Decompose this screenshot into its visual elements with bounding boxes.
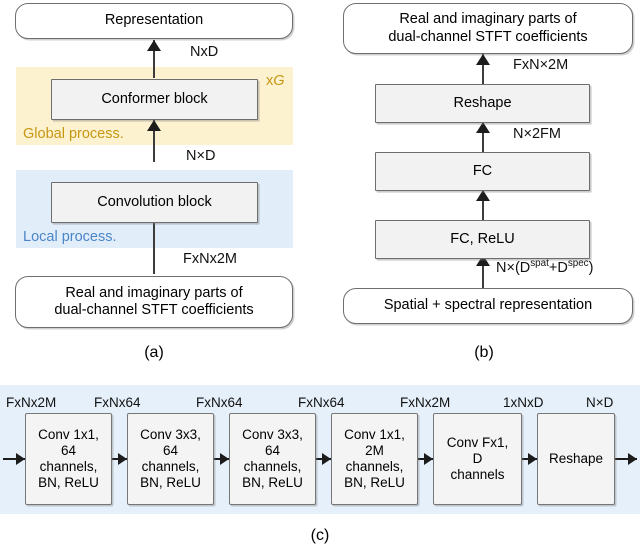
panel-c-block-4[interactable]: Conv Fx1, D channels <box>433 413 522 505</box>
panel-a-edge-label-top: NxD <box>190 44 219 60</box>
panel-a-local-process-label: Local process. <box>23 229 117 245</box>
panel-a-input-line-2: dual-channel STFT coefficients <box>54 302 254 318</box>
panel-b-arrow-fcrelu-to-fc <box>476 190 490 220</box>
panel-b-reshape-block[interactable]: Reshape <box>375 84 590 123</box>
panel-b-output-line-1: Real and imaginary parts of <box>399 11 577 28</box>
panel-c-stage-label-1: FxNx64 <box>94 395 141 410</box>
panel-a-edge-label-mid: N×D <box>186 148 216 164</box>
panel-c-block-1-line-1: 64 <box>162 443 179 459</box>
panel-a-input-line-1: Real and imaginary parts of <box>65 284 243 301</box>
panel-c-stage-label-6: N×D <box>586 395 614 410</box>
panel-b-caption: (b) <box>474 344 494 361</box>
panel-b-edge-bottom-suffix: ) <box>588 260 594 276</box>
panel-b-edge-label-mid: N×2FM <box>513 126 561 142</box>
panel-c-arrow-3-4 <box>315 453 331 465</box>
panel-c-stage-label-5: 1xNxD <box>503 395 544 410</box>
panel-c-block-2-line-3: BN, ReLU <box>242 474 303 490</box>
panel-b-fc-block[interactable]: FC <box>375 152 590 191</box>
panel-c-block-1[interactable]: Conv 3x3, 64 channels, BN, ReLU <box>127 413 214 505</box>
panel-a-convolution-block[interactable]: Convolution block <box>51 182 258 223</box>
panel-b-output-block[interactable]: Real and imaginary parts of dual-channel… <box>343 3 633 54</box>
panel-b-arrow-reshape-to-output <box>476 54 490 84</box>
panel-a-repeat-prefix: x <box>266 73 274 89</box>
panel-b-edge-bottom-prefix: N×(D <box>496 260 531 276</box>
panel-c-block-4-line-1: D <box>472 451 483 467</box>
panel-c-block-3-line-1: 2M <box>365 443 384 459</box>
panel-c-block-3-line-0: Conv 1x1, <box>344 427 405 443</box>
panel-c-stage-label-4: FxNx2M <box>400 395 451 410</box>
panel-c-arrow-2-3 <box>213 453 229 465</box>
panel-c-block-1-line-0: Conv 3x3, <box>140 427 201 443</box>
panel-c-block-2-line-2: channels, <box>243 459 302 474</box>
panel-c-arrow-in <box>3 453 25 465</box>
panel-c-block-1-line-2: channels, <box>141 459 200 474</box>
panel-b-arrow-fc-to-reshape <box>476 122 490 152</box>
panel-a-global-process-label: Global process. <box>23 126 124 142</box>
panel-a-input-block[interactable]: Real and imaginary parts of dual-channel… <box>15 276 293 328</box>
panel-c-block-0-line-3: BN, ReLU <box>38 474 99 490</box>
panel-a-representation-block[interactable]: Representation <box>15 3 293 39</box>
panel-b-edge-bottom-mid: +D <box>548 260 568 276</box>
panel-c-block-0-line-2: channels, <box>39 459 98 474</box>
panel-c-block-0-line-1: 64 <box>60 443 77 459</box>
panel-c-arrow-4-5 <box>418 453 433 465</box>
panel-c-block-3-line-3: BN, ReLU <box>344 474 405 490</box>
panel-a-repeat-label: xG <box>266 74 285 89</box>
panel-c-block-1-line-3: BN, ReLU <box>140 474 201 490</box>
panel-a-edge-label-bottom: FxNx2M <box>183 251 237 267</box>
panel-a-conformer-block[interactable]: Conformer block <box>51 79 258 120</box>
panel-c-arrow-out <box>615 453 637 465</box>
panel-c-stage-label-0: FxNx2M <box>6 395 57 410</box>
panel-c-block-4-line-0: Conv Fx1, <box>446 435 509 451</box>
panel-b-edge-bottom-sup2: spec <box>567 258 589 270</box>
panel-c-caption: (c) <box>310 527 330 544</box>
panel-a-caption: (a) <box>144 344 164 361</box>
panel-c-block-0[interactable]: Conv 1x1, 64 channels, BN, ReLU <box>25 413 112 505</box>
panel-a-arrow-conformer-to-representation <box>147 40 161 78</box>
panel-c-stage-label-2: FxNx64 <box>196 395 243 410</box>
panel-b-edge-bottom-sup1: spat <box>530 258 549 270</box>
panel-b-output-line-2: dual-channel STFT coefficients <box>388 28 588 45</box>
panel-c-block-3[interactable]: Conv 1x1, 2M channels, BN, ReLU <box>331 413 418 505</box>
panel-c-arrow-1-2 <box>112 453 127 465</box>
panel-a-arrow-convolution-to-conformer <box>147 120 161 162</box>
panel-c-stage-label-3: FxNx64 <box>298 395 345 410</box>
panel-c-arrow-5-6 <box>522 453 537 465</box>
panel-c-block-4-line-2: channels <box>450 466 505 482</box>
panel-c-block-5[interactable]: Reshape <box>537 413 615 505</box>
panel-b-edge-label-bottom: N×(Dspat+Dspec) <box>496 258 594 276</box>
panel-c-block-0-line-0: Conv 1x1, <box>38 427 99 443</box>
panel-c-block-2-line-0: Conv 3x3, <box>242 427 303 443</box>
panel-a-repeat-symbol: G <box>273 73 285 89</box>
panel-b-edge-label-top: FxN×2M <box>513 57 569 73</box>
panel-b-arrow-input-to-fcrelu <box>476 255 490 288</box>
panel-b-input-block[interactable]: Spatial + spectral representation <box>343 288 633 324</box>
panel-c-block-3-line-2: channels, <box>345 459 404 474</box>
panel-c-block-2[interactable]: Conv 3x3, 64 channels, BN, ReLU <box>229 413 316 505</box>
panel-b-fc-relu-block[interactable]: FC, ReLU <box>375 220 590 259</box>
panel-c-block-2-line-1: 64 <box>264 443 281 459</box>
